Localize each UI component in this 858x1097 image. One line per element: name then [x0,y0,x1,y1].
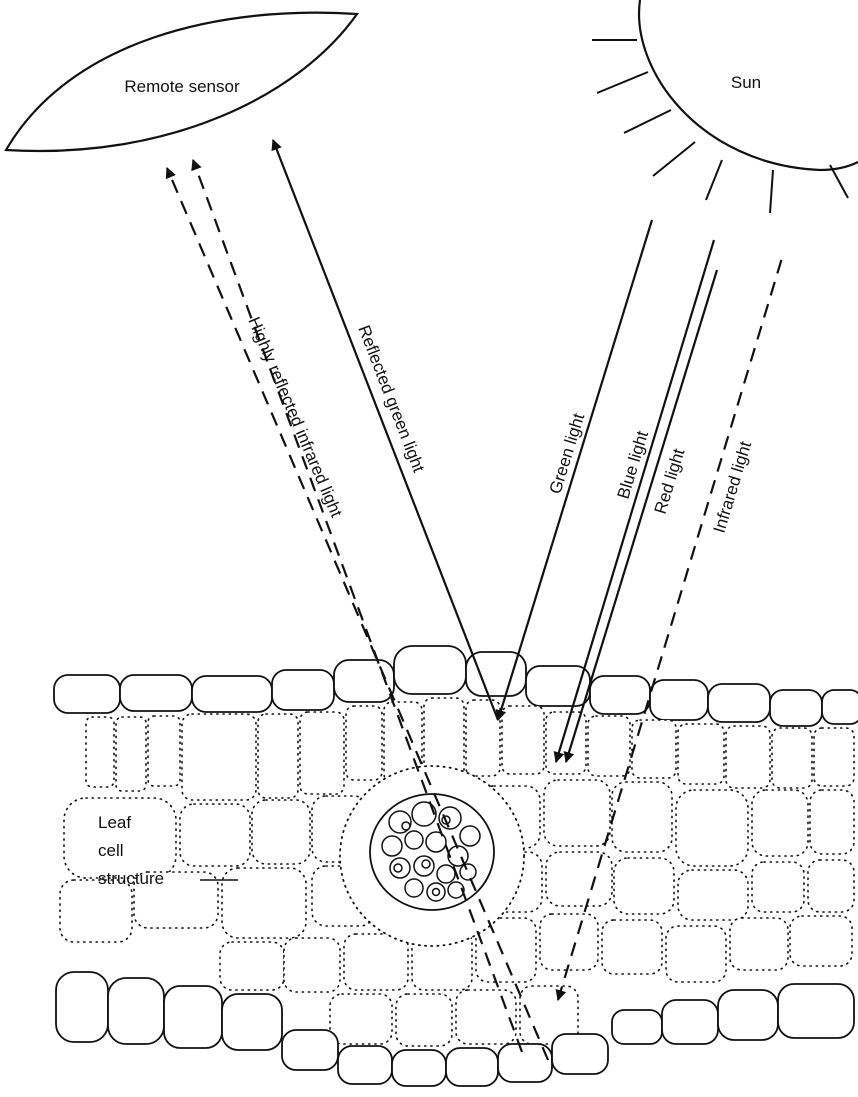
leaf-label-line3: structure [98,869,164,888]
leaf-label-line2: cell [98,841,124,860]
red-light-label: Red light [651,446,689,516]
sun-ray [770,170,773,213]
reflected-green-label: Reflected green light [354,323,428,476]
remote-sensor-label: Remote sensor [124,77,240,96]
reflected-infrared-label: Highly reflected infrared light [244,314,346,520]
sun: Sun [592,0,858,213]
sun-ray [597,72,648,93]
infrared-light-label: Infrared light [710,439,756,535]
sun-ray [653,142,695,176]
vascular-bundle [340,766,524,946]
sun-ray [624,110,671,133]
remote-sensor: Remote sensor [6,13,357,151]
leaf-cross-section: Leaf cell structure [54,646,858,1086]
sun-ray [706,160,722,200]
green-light-label: Green light [546,411,589,496]
sun-label: Sun [731,73,761,92]
leaf-label-line1: Leaf [98,813,131,832]
sun-ray [830,165,848,198]
